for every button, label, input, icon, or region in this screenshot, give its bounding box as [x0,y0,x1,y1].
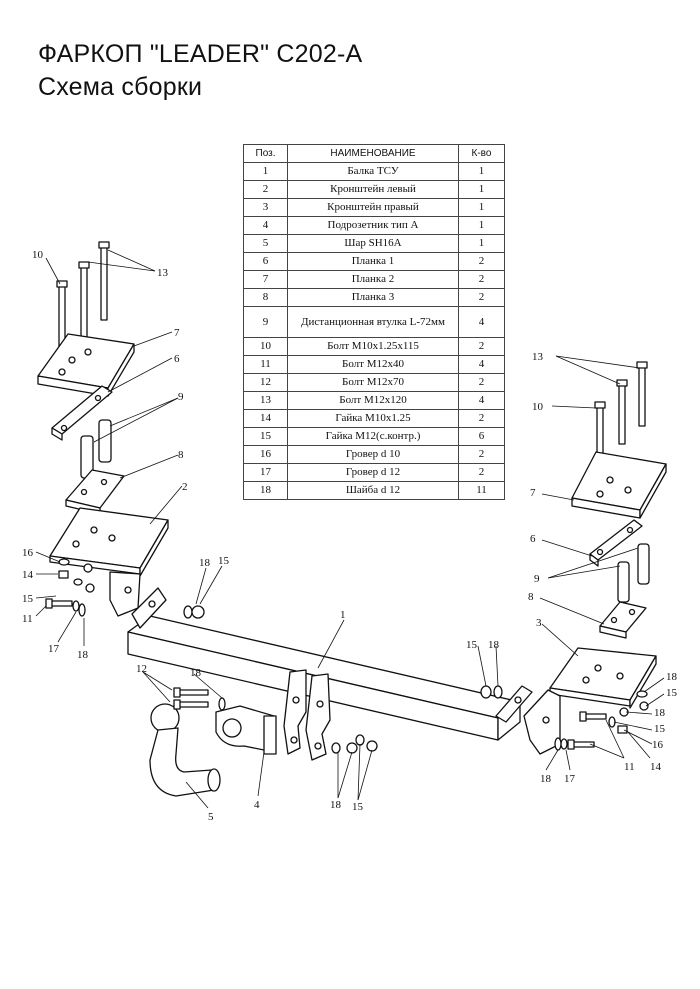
callout-15-right-a: 15 [666,687,678,699]
bolts-12 [173,687,226,711]
right-bolt-13b [636,361,648,427]
right-spacers-9 [617,543,650,603]
left-bracket-2 [49,507,169,617]
right-plate-7 [571,451,667,519]
leader-lines [35,249,665,809]
right-bracket-3 [523,647,657,755]
callout-15-right-b: 15 [654,723,666,735]
callout-4: 4 [254,799,260,811]
callout-3: 3 [536,617,542,629]
title-line-1: ФАРКОП "LEADER" C202-A [38,40,363,68]
left-plate-8 [65,469,125,515]
callout-18-right-b: 18 [654,707,666,719]
callout-10-right: 10 [532,401,544,413]
cell-name: Шайба d 12 [287,481,459,500]
callout-15-center: 15 [352,801,364,813]
callout-6-left: 6 [174,353,180,365]
callout-14-right: 14 [650,761,662,773]
callout-9-right: 9 [534,573,540,585]
callout-17-left: 17 [48,643,60,655]
page-title: ФАРКОП "LEADER" C202-A Схема сборки [38,38,362,104]
callout-18-beam-right: 18 [488,639,500,651]
socket-plate-4 [215,705,277,755]
cell-qty: 4 [458,391,505,410]
left-plate-7 [37,333,135,397]
left-fasteners [45,558,95,617]
callout-18-beam-left: 18 [199,557,211,569]
callout-7-left: 7 [174,327,180,339]
callout-10-left: 10 [32,249,44,261]
callout-11-right: 11 [624,761,635,773]
callout-15-left: 15 [22,593,34,605]
title-line-2: Схема сборки [38,73,203,101]
right-plate-6 [589,519,643,567]
callout-15-beam-right: 15 [466,639,478,651]
right-fasteners [554,690,649,751]
cell-qty: 11 [458,481,505,500]
callout-2: 2 [182,481,188,493]
callout-18-left: 18 [77,649,89,661]
callout-12: 12 [136,663,147,675]
callout-18-right-a: 18 [666,671,678,683]
callout-numbers: 10 13 7 6 9 8 2 16 14 15 11 17 18 18 15 … [22,249,678,823]
callout-9-left: 9 [178,391,184,403]
callout-1: 1 [340,609,346,621]
callout-6-right: 6 [530,533,536,545]
callout-13-right: 13 [532,351,544,363]
callout-15-beam-left: 15 [218,555,230,567]
left-spacers-9 [80,419,112,479]
tow-ball-5 [149,703,221,797]
callout-5: 5 [208,811,214,823]
cell-pos: 9 [243,306,288,338]
callout-8-right: 8 [528,591,534,603]
right-bolt-13a [616,379,628,445]
callout-11-left: 11 [22,613,33,625]
right-plate-8 [599,601,647,639]
callout-17-right: 17 [564,773,576,785]
callout-18-center: 18 [330,799,342,811]
callout-13-left: 13 [157,267,169,279]
callout-18-right-c: 18 [540,773,552,785]
callout-7-right: 7 [530,487,536,499]
cell-name: Дистанционная втулка L-72мм [287,306,459,338]
left-bolt-13a [78,261,90,341]
callout-8-left: 8 [178,449,184,461]
callout-16-left: 16 [22,547,34,559]
callout-16-right: 16 [652,739,664,751]
tow-beam-1 [127,587,533,761]
left-plate-6 [51,385,113,441]
callout-18-ball: 18 [190,667,202,679]
left-bolt-13b [98,241,110,321]
callout-14-left: 14 [22,569,34,581]
